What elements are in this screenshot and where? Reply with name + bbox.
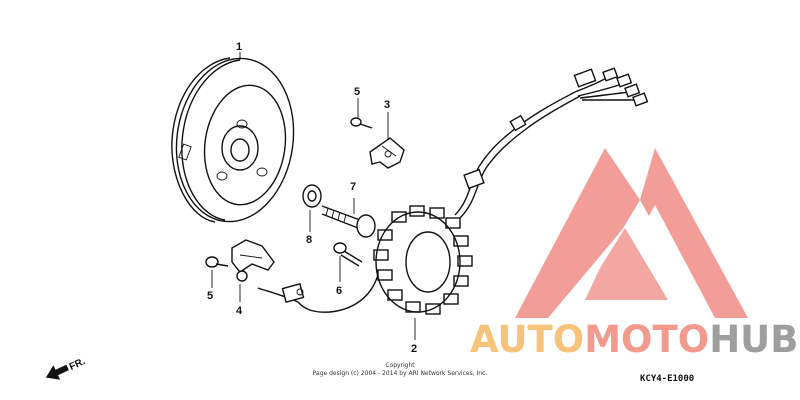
flywheel — [171, 57, 295, 223]
copyright-text: Page design (c) 2004 - 2014 by ARI Netwo… — [312, 370, 488, 377]
bolt-top — [350, 117, 373, 129]
label-part-6: 6 — [336, 285, 342, 297]
label-part-8: 8 — [306, 234, 312, 246]
pulse-generator — [231, 239, 305, 303]
label-part-1: 1 — [236, 41, 242, 53]
label-part-3: 3 — [384, 99, 390, 111]
label-part-4: 4 — [236, 305, 243, 317]
label-part-7: 7 — [350, 181, 356, 193]
arrow-icon: FR. — [45, 356, 87, 380]
diagram-code: KCY4-E1000 — [640, 374, 695, 384]
watermark-auto: AUTO — [470, 318, 585, 361]
washer — [302, 184, 322, 208]
watermark-text: AUTOMOTOHUB — [470, 318, 798, 361]
wire-clamp — [369, 137, 405, 169]
copyright-title: Copyright — [385, 362, 415, 369]
wire-harness — [257, 67, 649, 313]
label-part-5-top: 5 — [354, 86, 360, 98]
copyright-notice: Copyright Page design (c) 2004 - 2014 by… — [300, 362, 500, 378]
stator-bolt — [333, 242, 363, 267]
watermark-moto: MOTO — [584, 318, 710, 361]
label-part-5-bottom: 5 — [207, 290, 213, 302]
leader-lines — [211, 52, 416, 340]
flywheel-bolt — [321, 205, 376, 238]
front-direction-indicator: FR. — [40, 346, 100, 384]
bolt-bottom — [205, 256, 229, 268]
watermark-hub: HUB — [709, 318, 799, 361]
stator — [373, 205, 473, 315]
front-label: FR. — [68, 356, 87, 373]
label-part-2: 2 — [411, 343, 417, 355]
